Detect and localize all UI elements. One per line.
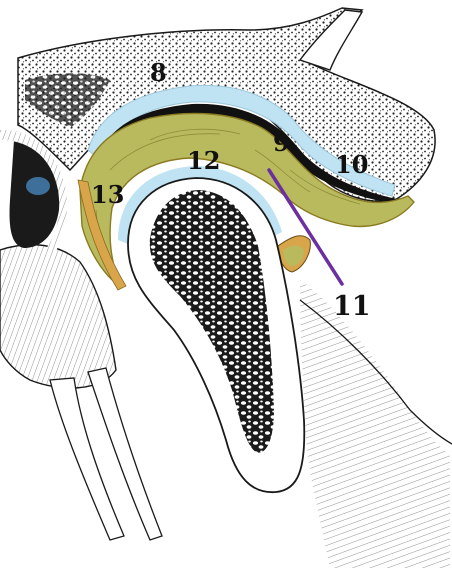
label-10: 10	[335, 153, 368, 177]
label-12: 12	[187, 149, 220, 173]
label-8: 8	[150, 61, 167, 85]
label-9: 9	[273, 131, 290, 155]
meatus-highlight	[26, 177, 50, 195]
ramus-fibers	[300, 280, 450, 568]
label-13: 13	[91, 183, 124, 207]
label-11: 11	[333, 293, 371, 320]
articular-eminence-left	[0, 245, 116, 388]
